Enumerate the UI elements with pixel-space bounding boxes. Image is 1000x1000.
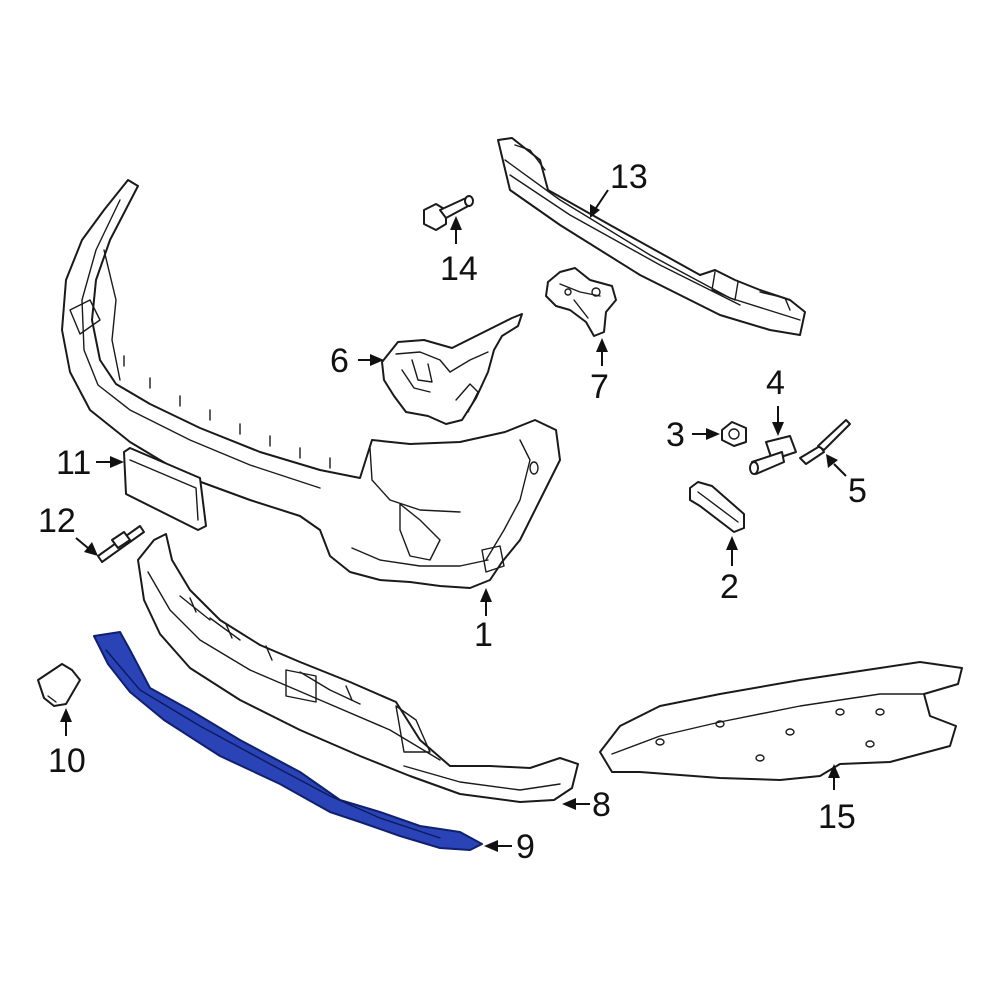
part-3-nut[interactable] <box>721 421 747 447</box>
callout-9: 9 <box>516 828 535 866</box>
part-8-lower-bumper[interactable] <box>137 533 579 803</box>
callout-10: 10 <box>48 742 86 780</box>
part-13-reinforcement-beam[interactable] <box>497 137 806 336</box>
part-12-screw[interactable] <box>97 525 145 563</box>
part-14-bolt[interactable] <box>423 195 474 231</box>
callout-4: 4 <box>766 364 785 402</box>
callout-11: 11 <box>56 444 91 482</box>
part-15-splash-shield[interactable] <box>599 661 963 781</box>
callout-1: 1 <box>474 616 493 654</box>
part-4-bolt[interactable] <box>749 435 797 475</box>
part-7-bracket[interactable] <box>545 267 617 337</box>
callout-14: 14 <box>440 250 478 288</box>
callout-7: 7 <box>590 368 609 406</box>
callout-12: 12 <box>38 502 76 540</box>
callout-8: 8 <box>592 786 611 824</box>
part-2-clip[interactable] <box>689 481 745 533</box>
callout-2: 2 <box>720 568 739 606</box>
callout-3: 3 <box>666 416 685 454</box>
part-11-license-bracket[interactable] <box>123 447 207 531</box>
callouts: 1 2 3 4 5 6 7 8 9 10 <box>38 158 867 866</box>
callout-5: 5 <box>848 472 867 510</box>
callout-6: 6 <box>330 342 349 380</box>
callout-15: 15 <box>818 798 856 836</box>
part-6-side-bracket[interactable] <box>381 313 523 425</box>
part-9-lower-spoiler[interactable] <box>93 631 483 851</box>
callout-13: 13 <box>610 158 648 196</box>
part-1-bumper-cover[interactable] <box>61 179 561 589</box>
part-10-cover[interactable] <box>37 663 81 707</box>
part-5-push-pin[interactable] <box>799 419 851 465</box>
